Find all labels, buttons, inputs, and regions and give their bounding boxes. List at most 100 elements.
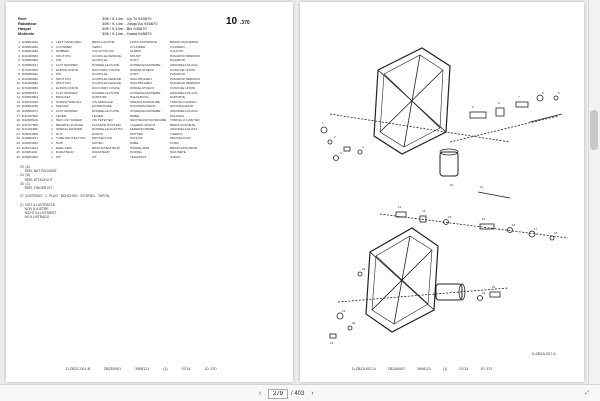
cell-pn: D25680671	[22, 108, 38, 113]
svg-text:13: 13	[422, 209, 426, 213]
cell-no: 14	[16, 99, 20, 104]
cell-no: 23	[16, 141, 20, 146]
footer-ref: ZBZA0007	[387, 367, 405, 371]
footer-page: 07/14	[181, 367, 191, 371]
cell-qty: 1	[51, 62, 53, 67]
cell-qty: 1	[51, 145, 53, 150]
cell-fr: RACCORD COUDE	[92, 67, 120, 72]
cell-no: 7	[18, 67, 20, 72]
cell-es: DISTANCIADOR	[170, 104, 194, 109]
scrollbar-thumb[interactable]	[590, 110, 598, 150]
page-area[interactable]: Reel Rabatteur Haspel Molinete 30ft / 9,…	[0, 0, 588, 384]
cell-no: 20	[16, 127, 20, 132]
cell-de: UNTERLEGSCHEIBE	[130, 62, 161, 67]
cell-en: PIN	[56, 72, 62, 77]
cell-fr: GOUPILLE FENDUE	[92, 76, 122, 81]
note-line: 23 (A)	[20, 165, 30, 169]
cell-es: BRAZO IZQUIERDA	[170, 40, 199, 44]
footer-left: D-ZBZC-001-B ZBZE0001 3908121 (1) 07/14 …	[66, 367, 217, 371]
note-line: 24 (B)	[20, 173, 30, 178]
footer-rev: (1)	[442, 367, 448, 371]
subsection-number: .370	[239, 20, 250, 26]
svg-text:11: 11	[480, 185, 483, 189]
cell-fr: ENTRETOISE	[92, 104, 112, 109]
cell-no: 17	[16, 113, 20, 118]
cell-en: LEVER	[56, 113, 67, 118]
header-titles: Reel Rabatteur Haspel Molinete	[18, 16, 37, 36]
cell-fr: RONDELLE PLATE	[92, 62, 120, 67]
cell-pn: D28254022	[22, 141, 38, 146]
cell-en: SPLIT PIN	[56, 81, 71, 86]
cell-en: KIT	[56, 154, 61, 159]
footer-date: 3908121	[416, 367, 431, 371]
cell-es: ARANDELA PLANA	[170, 62, 198, 67]
model-de: 30ft / 9,14m - Bis 945870	[102, 26, 147, 31]
cell-pn: D71003960	[22, 85, 38, 90]
cell-pn: D41008820	[22, 81, 38, 86]
cell-no: 16	[16, 108, 20, 113]
cell-qty: 1	[51, 67, 53, 72]
cell-es: SOPORTE	[170, 95, 186, 100]
cell-en: REEL ARM	[56, 145, 72, 150]
note-line: 25 (C)	[20, 181, 31, 186]
cell-pn: D28284000	[22, 154, 38, 159]
cell-de: FEDERSCHEIBE	[130, 127, 155, 132]
cell-fr: GOUPILLE	[92, 72, 108, 77]
svg-text:4: 4	[362, 145, 364, 149]
cell-es: ARANDELA PLANA	[170, 108, 198, 113]
svg-text:21: 21	[330, 341, 334, 345]
cell-en: SCREW SPECIAL	[56, 99, 82, 104]
fit-page-icon[interactable]: ⤢	[584, 390, 589, 396]
footer-section: 10 .370	[204, 367, 217, 371]
cell-qty: 1	[51, 40, 53, 44]
svg-text:1: 1	[322, 121, 324, 125]
model-fr: 30ft / 9,14m - Jusqu'Au 945870	[102, 21, 158, 26]
cell-fr: RONDELLE ELASTIQ.	[92, 127, 124, 132]
cell-qty: 1	[51, 127, 53, 132]
svg-text:7: 7	[518, 95, 520, 99]
vertical-scrollbar[interactable]	[588, 0, 600, 384]
next-page-icon[interactable]: ›	[311, 390, 314, 397]
cell-qty: 1	[51, 95, 53, 100]
cell-de: SCHUTZ	[130, 136, 143, 141]
cell-en: ELBOW UNION	[56, 67, 79, 72]
cell-pn: D25680671	[22, 62, 38, 67]
cell-qty: 1	[51, 53, 53, 58]
title-en: Reel	[18, 16, 27, 21]
cell-de: STIFT	[130, 72, 139, 77]
cell-qty: 1	[51, 44, 53, 49]
cell-de: UNTERLEGSCHEIBE	[130, 90, 161, 95]
cell-de: SECHSKANTSCHRAUBE	[130, 118, 167, 123]
prev-page-icon[interactable]: ‹	[258, 390, 262, 397]
cell-pn: D42408100	[22, 118, 38, 123]
cell-en: TUBE PROTECTION	[56, 136, 86, 141]
svg-text:10: 10	[450, 183, 454, 187]
figure-code: D-ZBZA-007-A	[532, 352, 556, 356]
cell-de: WINKELSTUECK	[130, 85, 155, 90]
cell-no: 10	[16, 81, 20, 86]
cell-es: PASADOR	[170, 72, 185, 77]
cell-pn: D42072100	[22, 99, 38, 104]
cell-no: 9	[18, 76, 20, 81]
cell-no: 22	[16, 136, 20, 141]
cell-es: PASADOR HENDIDO	[170, 81, 201, 86]
note-line: NO ILUSTRADO	[20, 215, 50, 220]
cell-qty: 1	[51, 76, 53, 81]
page-number-input[interactable]	[268, 388, 288, 399]
cell-no: 25	[16, 150, 20, 155]
footer-date: 3908121	[135, 367, 150, 371]
svg-text:6: 6	[498, 101, 500, 105]
cell-de: SPLINT	[130, 53, 141, 58]
cell-de: DISTANZSTUECK	[130, 104, 156, 109]
cell-no: 21	[16, 131, 20, 136]
